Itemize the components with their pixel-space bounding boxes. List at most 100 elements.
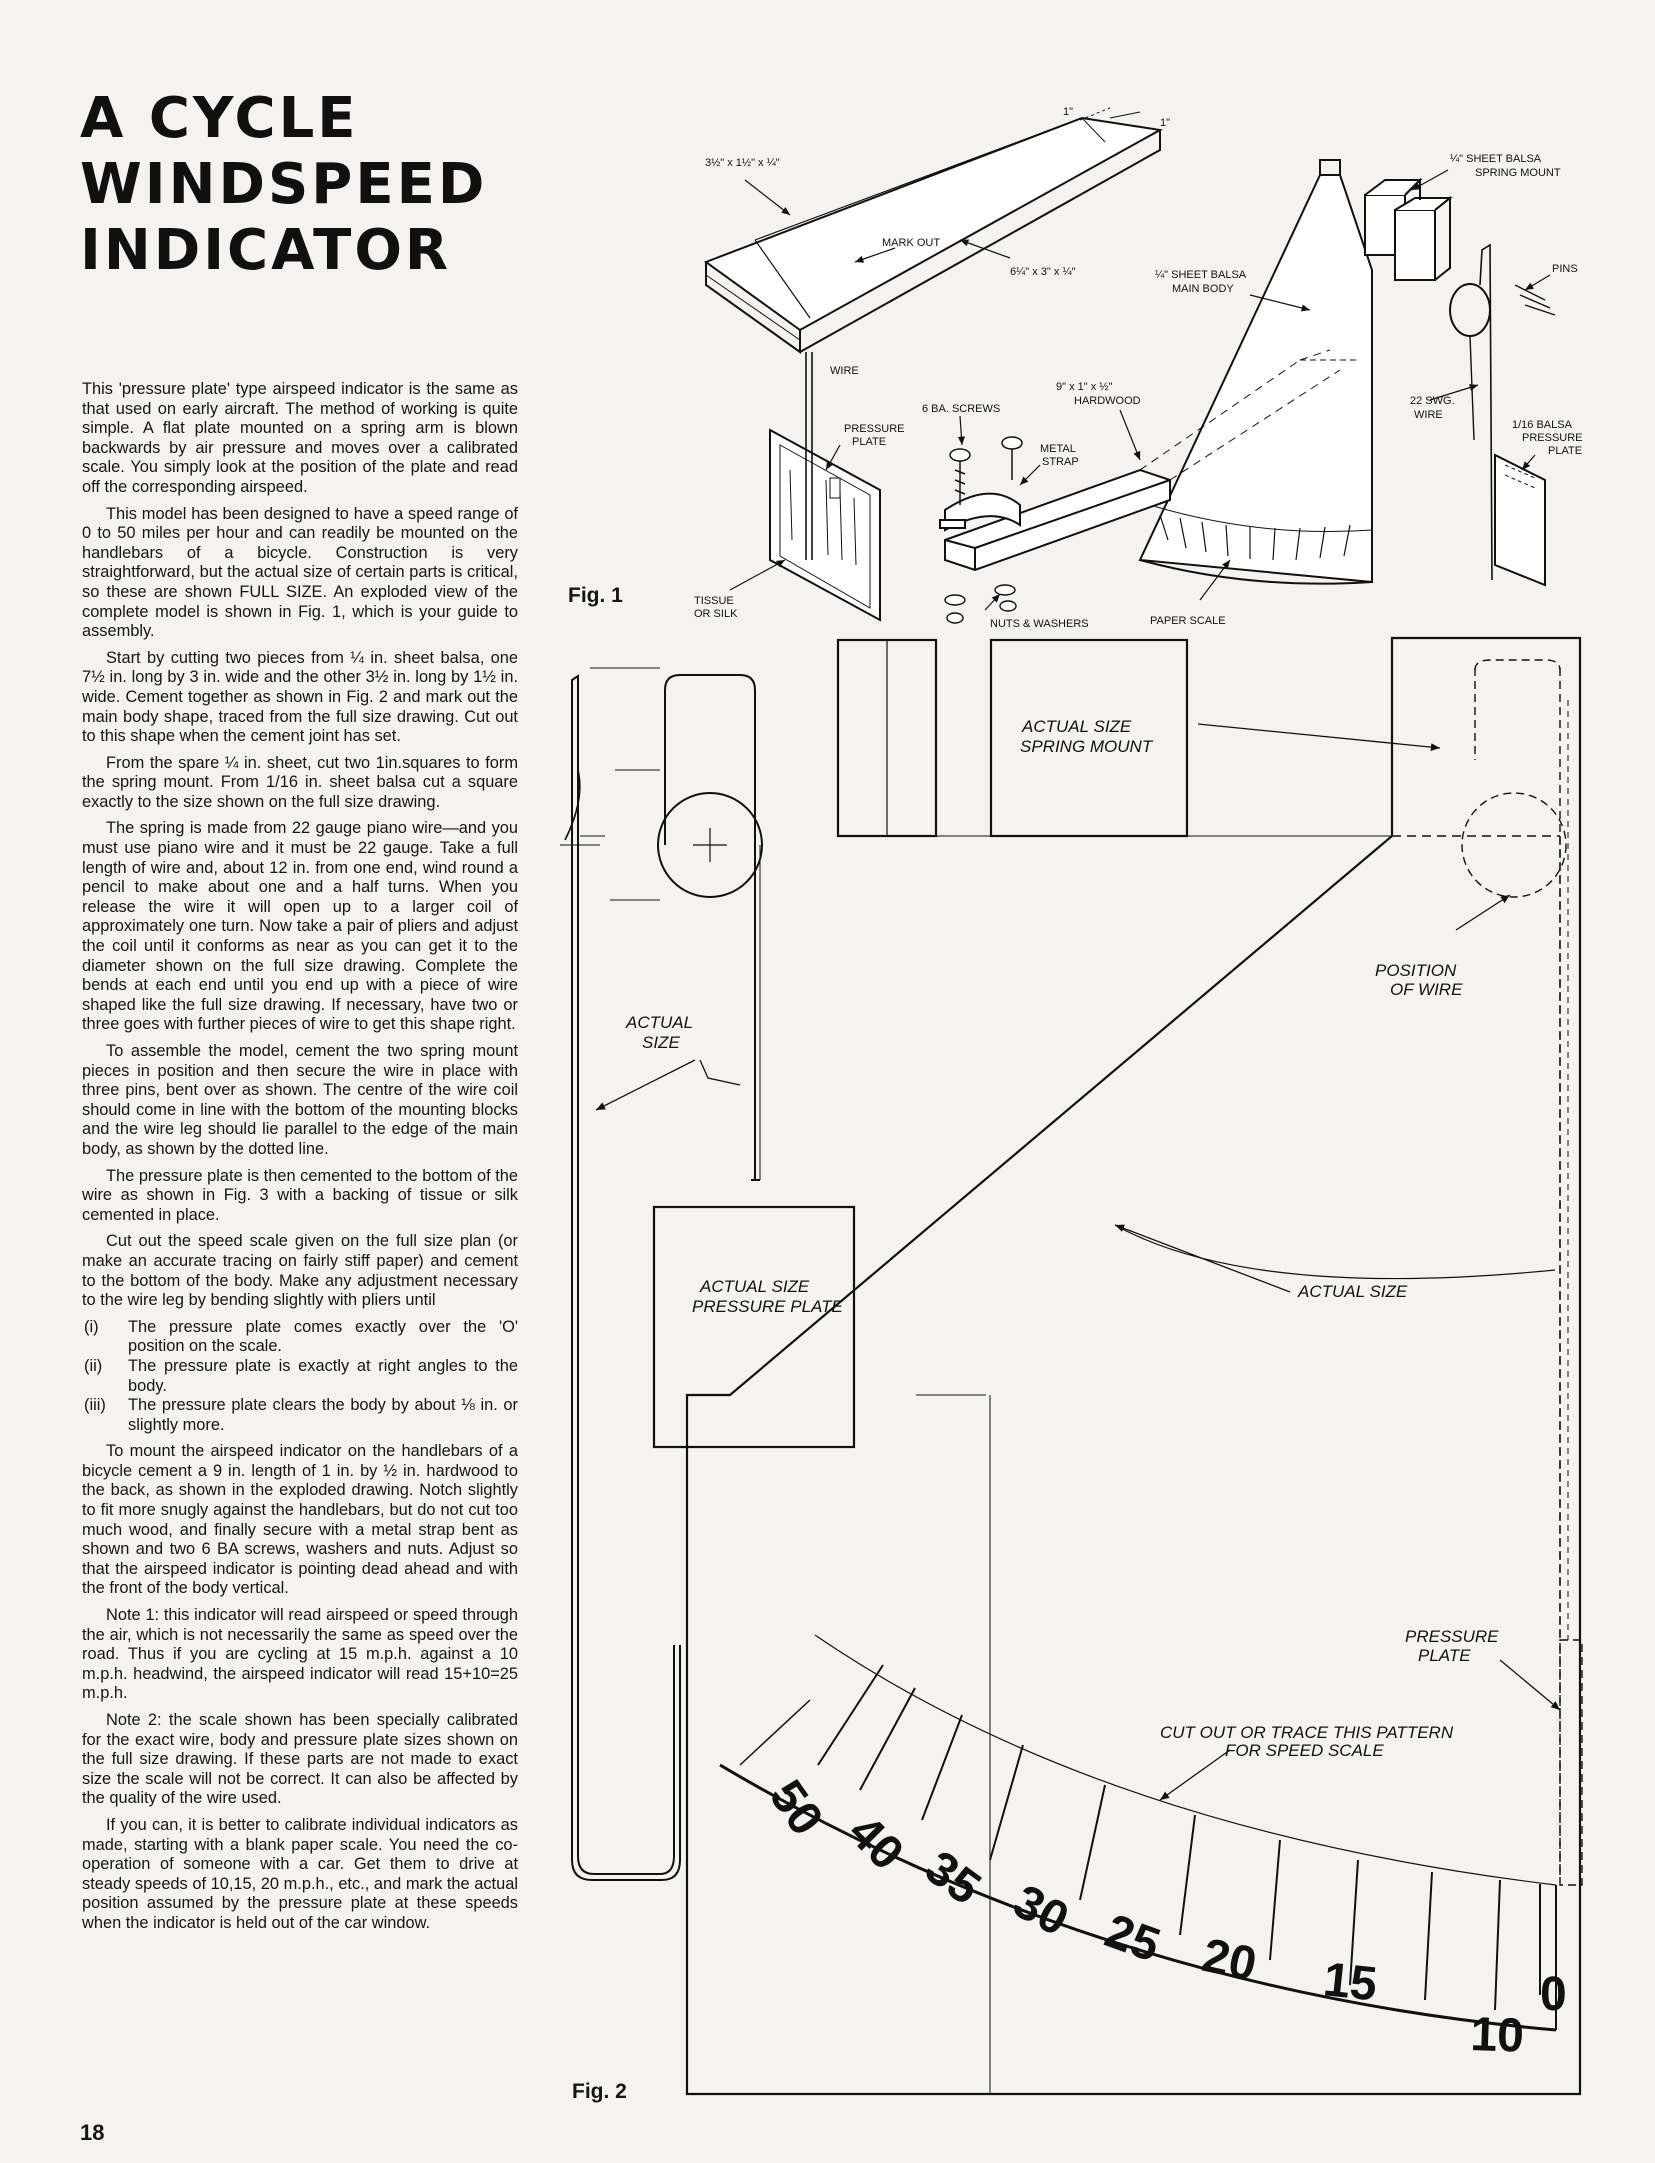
fig1-leaders bbox=[729, 169, 1551, 611]
fig2-full-size-plan bbox=[560, 636, 1583, 2096]
fig1-labels: 3½" x 1½" x ¼" 1" 1" MARK OUT 6¼" x 3" x… bbox=[694, 106, 1583, 630]
label-actual-size: ACTUAL SIZE bbox=[1297, 1282, 1408, 1301]
title-line-1: A CYCLE bbox=[80, 86, 359, 151]
label-1in: 1" bbox=[1063, 106, 1073, 118]
label-spring-mount-1: ACTUAL SIZE bbox=[1021, 717, 1132, 736]
actual-size-arc bbox=[1114, 1224, 1556, 1280]
metal-strap bbox=[939, 492, 1021, 532]
label-spring-mount-2: SPRING MOUNT bbox=[1475, 167, 1561, 179]
label-pressure-plate-1: PRESSURE bbox=[844, 423, 905, 435]
pins bbox=[1514, 284, 1556, 316]
scale-number-40: 40 bbox=[838, 1805, 913, 1880]
paragraph: The spring is made from 22 gauge piano w… bbox=[82, 819, 518, 1034]
label-pins: PINS bbox=[1552, 263, 1578, 275]
paragraph: This 'pressure plate' type airspeed indi… bbox=[82, 380, 518, 496]
list-item: (i) The pressure plate comes exactly over… bbox=[82, 1318, 518, 1357]
speed-scale-numbers: 50 40 35 30 25 20 15 10 0 bbox=[759, 1771, 1567, 2063]
label-spring-mount-1: ¼" SHEET BALSA bbox=[1450, 153, 1542, 165]
list-text: The pressure plate comes exactly over th… bbox=[128, 1317, 518, 1356]
fig2-label: Fig. 2 bbox=[572, 2080, 627, 2103]
pressure-plate-tissue-part bbox=[769, 352, 881, 622]
label-main-body-2: MAIN BODY bbox=[1172, 283, 1234, 295]
label-metal-strap-1: METAL bbox=[1040, 443, 1076, 455]
label-1in-b: 1" bbox=[1160, 117, 1170, 129]
paragraph: Note 1: this indicator will read airspee… bbox=[82, 1606, 518, 1703]
spring-mount-blocks bbox=[1364, 177, 1453, 281]
label-balsa-pp-2: PRESSURE bbox=[1522, 432, 1583, 444]
adjustment-list: (i) The pressure plate comes exactly over… bbox=[82, 1318, 518, 1436]
paragraph: Cut out the speed scale given on the ful… bbox=[82, 1232, 518, 1310]
scale-number-20: 20 bbox=[1198, 1929, 1261, 1992]
fig1-label: Fig. 1 bbox=[568, 584, 623, 607]
title-line-2: WINDSPEED bbox=[80, 152, 488, 217]
list-number: (i) bbox=[84, 1317, 99, 1336]
label-pressure-plate-1: ACTUAL SIZE bbox=[699, 1277, 810, 1296]
list-number: (ii) bbox=[84, 1356, 103, 1375]
label-position-2: OF WIRE bbox=[1390, 980, 1463, 999]
list-item: (ii)The pressure plate is exactly at rig… bbox=[82, 1357, 518, 1396]
paragraph: From the spare ¼ in. sheet, cut two 1in.… bbox=[82, 753, 518, 811]
label-nuts-washers: NUTS & WASHERS bbox=[990, 618, 1089, 630]
label-hardwood-2: HARDWOOD bbox=[1074, 395, 1141, 407]
list-item: (iii) The pressure plate clears the body … bbox=[82, 1396, 518, 1435]
label-pressure-plate-2: PLATE bbox=[852, 436, 886, 448]
scale-number-30: 30 bbox=[1005, 1875, 1077, 1947]
fig2-labels: ACTUAL SIZE SPRING MOUNT ACTUAL SIZE POS… bbox=[625, 717, 1499, 1760]
page-number: 18 bbox=[80, 2120, 105, 2145]
label-position-1: POSITION bbox=[1375, 961, 1457, 980]
label-tissue-2: OR SILK bbox=[694, 608, 738, 620]
article-body: This 'pressure plate' type airspeed indi… bbox=[82, 380, 518, 1941]
label-cutout-1: CUT OUT OR TRACE THIS PATTERN bbox=[1160, 1723, 1454, 1742]
scale-number-15: 15 bbox=[1321, 1953, 1380, 2011]
scale-number-10: 10 bbox=[1470, 2008, 1525, 2063]
label-ba-screws: 6 BA. SCREWS bbox=[922, 403, 1000, 415]
main-body-outline bbox=[685, 636, 1582, 2096]
label-mark-out: MARK OUT bbox=[882, 237, 940, 249]
wire-actual-size bbox=[560, 667, 681, 1881]
pressure-plate-square bbox=[652, 1205, 856, 1449]
paragraph: Start by cutting two pieces from ¼ in. s… bbox=[82, 648, 518, 746]
list-number: (iii) bbox=[84, 1396, 106, 1415]
label-metal-strap-2: STRAP bbox=[1042, 456, 1079, 468]
label-balsa-pp-1: 1/16 BALSA bbox=[1512, 419, 1573, 431]
label-pressure-plate-2: PRESSURE PLATE bbox=[692, 1297, 844, 1316]
paragraph: The pressure plate is then cemented to t… bbox=[82, 1166, 518, 1224]
label-main-body-1: ¼" SHEET BALSA bbox=[1155, 269, 1247, 281]
label-wire-actual: ACTUAL bbox=[625, 1013, 693, 1032]
scale-number-25: 25 bbox=[1098, 1905, 1166, 1973]
main-body bbox=[1138, 159, 1373, 585]
scale-ticks bbox=[739, 1664, 1541, 2011]
coil-template bbox=[657, 674, 763, 1181]
label-tissue-1: TISSUE bbox=[694, 595, 734, 607]
label-balsa-pp-3: PLATE bbox=[1548, 445, 1582, 457]
label-wire-size: SIZE bbox=[642, 1033, 680, 1052]
label-swg-2: WIRE bbox=[1414, 409, 1443, 421]
label-pp-2: PLATE bbox=[1418, 1646, 1471, 1665]
label-hardwood-1: 9" x 1" x ½" bbox=[1056, 381, 1112, 393]
paragraph: To assemble the model, cement the two sp… bbox=[82, 1042, 518, 1158]
label-pp-1: PRESSURE bbox=[1405, 1627, 1499, 1646]
hardwood-bar bbox=[944, 468, 1171, 572]
article-title: A CYCLE WINDSPEED INDICATOR bbox=[80, 86, 550, 284]
paragraph: If you can, it is better to calibrate in… bbox=[82, 1815, 518, 1932]
balsa-blank-board bbox=[703, 107, 1164, 354]
fig1-exploded-view bbox=[703, 107, 1556, 624]
paragraph: This model has been designed to have a s… bbox=[82, 504, 518, 641]
screws bbox=[949, 436, 1023, 505]
list-text: The pressure plate clears the body by ab… bbox=[128, 1396, 518, 1434]
assembly-lines bbox=[1139, 349, 1341, 481]
label-swg-1: 22 SWG. bbox=[1410, 395, 1455, 407]
spring-wire bbox=[1449, 243, 1493, 581]
speed-scale bbox=[719, 1634, 1557, 2032]
nuts-and-washers bbox=[944, 584, 1017, 624]
scale-number-35: 35 bbox=[916, 1841, 990, 1915]
label-blank-size: 3½" x 1½" x ¼" bbox=[705, 157, 780, 169]
scale-number-0: 0 bbox=[1540, 1968, 1567, 2021]
paragraph: To mount the airspeed indicator on the h… bbox=[82, 1442, 518, 1598]
label-cutout-2: FOR SPEED SCALE bbox=[1225, 1741, 1384, 1760]
fig2-leaders bbox=[595, 723, 1561, 1801]
label-wire: WIRE bbox=[830, 365, 859, 377]
label-paper-scale: PAPER SCALE bbox=[1150, 615, 1226, 627]
